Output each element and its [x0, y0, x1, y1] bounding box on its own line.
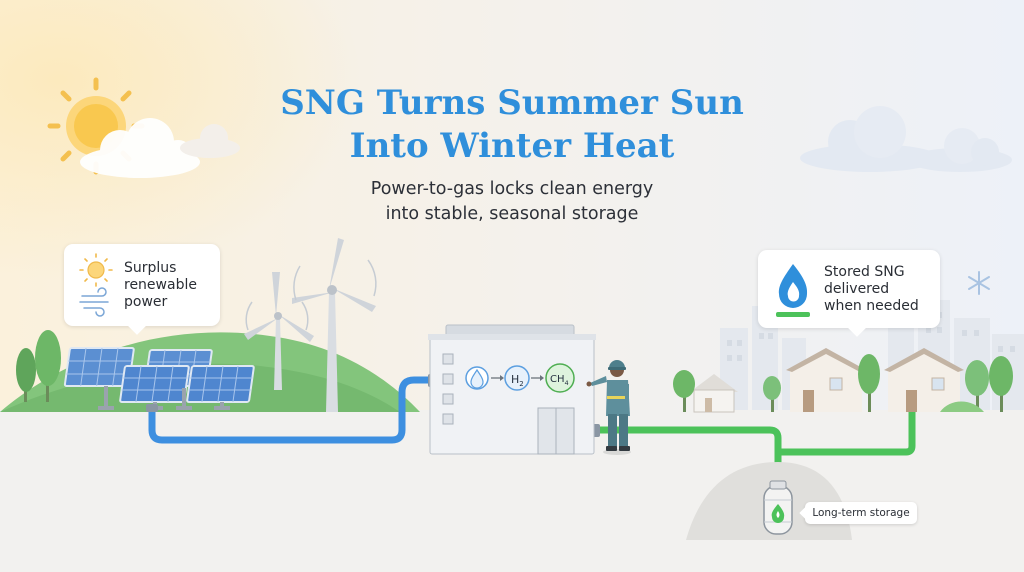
- power-pipe: [148, 376, 436, 444]
- callout-surplus-text: Surplus renewable power: [124, 260, 197, 310]
- h2-circle: [504, 365, 530, 391]
- flame-icon: [776, 264, 810, 317]
- page-title: SNG Turns Summer Sun Into Winter Heat: [212, 82, 812, 168]
- solar-panels: [63, 347, 255, 410]
- wind-turbine-small: [244, 272, 314, 390]
- worker-figure: [586, 360, 631, 455]
- houses: [690, 348, 964, 413]
- subtitle-line-2: into stable, seasonal storage: [385, 204, 639, 224]
- gas-cylinder: [763, 480, 793, 535]
- cloud-right: [800, 106, 1012, 172]
- storage-label: Long-term storage: [799, 502, 917, 524]
- ch4-circle: [545, 363, 575, 393]
- water-drop-icon: [465, 366, 489, 390]
- trees-left: [16, 330, 61, 402]
- title-line-2: Into Winter Heat: [349, 126, 675, 166]
- wind-turbine-large: [292, 238, 377, 412]
- ch4-label: CH4: [550, 374, 569, 387]
- title-line-1: SNG Turns Summer Sun: [280, 83, 744, 123]
- trees-right: [673, 354, 1013, 412]
- cloud-left: [80, 118, 240, 178]
- callout-sng-text: Stored SNG delivered when needed: [824, 264, 919, 314]
- page-subtitle: Power-to-gas locks clean energy into sta…: [262, 177, 762, 227]
- callout-surplus-power: Surplus renewable power: [64, 244, 220, 335]
- arrow-icon: [491, 375, 544, 381]
- sun-icon: [79, 253, 113, 287]
- h2-label: H2: [511, 373, 524, 388]
- subtitle-line-1: Power-to-gas locks clean energy: [370, 179, 654, 199]
- gas-pipe: [594, 404, 916, 488]
- callout-stored-sng: Stored SNG delivered when needed: [758, 250, 940, 337]
- snowflake-icon: [968, 271, 990, 295]
- wind-icon: [79, 287, 109, 317]
